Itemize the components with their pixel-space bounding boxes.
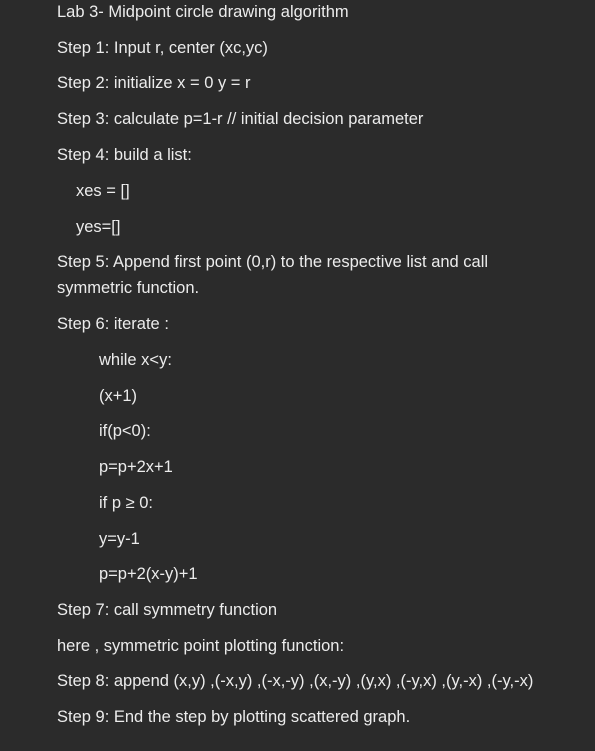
- step-2: Step 2: initialize x = 0 y = r: [57, 74, 251, 92]
- step-4: Step 4: build a list:: [57, 146, 192, 164]
- step-5: Step 5: Append first point (0,r) to the …: [57, 253, 489, 297]
- symmetric-function-note: here , symmetric point plotting function…: [57, 637, 345, 655]
- code-if-p-nonnegative: if p ≥ 0:: [99, 494, 153, 512]
- step-6: Step 6: iterate :: [57, 315, 169, 333]
- code-while: while x<y:: [99, 351, 172, 369]
- code-y-decrement: y=y-1: [99, 530, 140, 548]
- code-increment: (x+1): [99, 387, 138, 405]
- step-8: Step 8: append (x,y) ,(-x,y) ,(-x,-y) ,(…: [57, 672, 534, 690]
- code-xes: xes = []: [76, 182, 130, 200]
- page-title: Lab 3- Midpoint circle drawing algorithm: [57, 3, 349, 21]
- code-p-update-2: p=p+2(x-y)+1: [99, 565, 198, 583]
- code-p-update-1: p=p+2x+1: [99, 458, 173, 476]
- step-3: Step 3: calculate p=1-r // initial decis…: [57, 110, 424, 128]
- code-yes: yes=[]: [76, 218, 121, 236]
- step-1: Step 1: Input r, center (xc,yc): [57, 39, 268, 57]
- step-9: Step 9: End the step by plotting scatter…: [57, 708, 411, 726]
- step-7: Step 7: call symmetry function: [57, 601, 278, 619]
- code-if-p-negative: if(p<0):: [99, 422, 151, 440]
